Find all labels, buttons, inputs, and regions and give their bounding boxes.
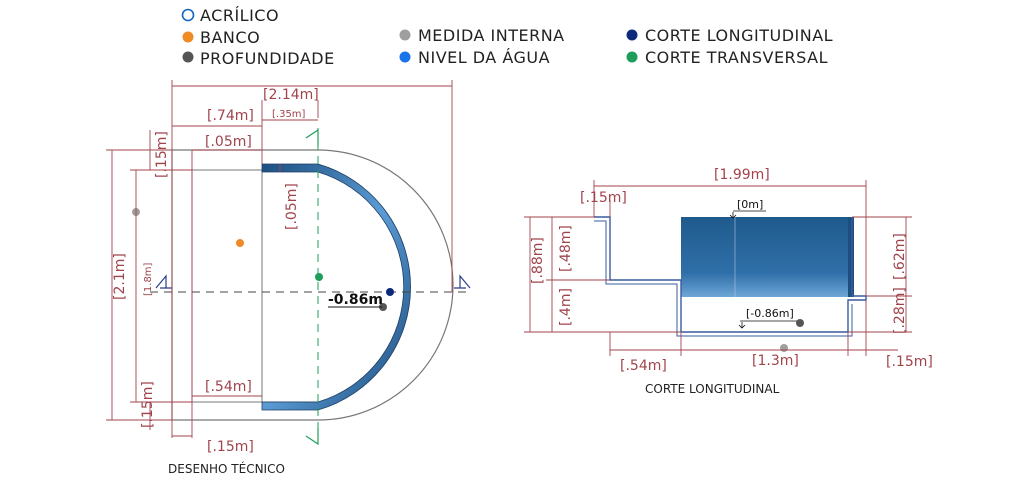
dim-upper-depth: [.48m] [558,225,574,272]
depth-marker [796,319,804,327]
legend-item-banco: BANCO [182,28,260,47]
dim-inner-height: [1.8m] [143,262,154,296]
level-top-label: [0m] [737,198,763,211]
orange-dot-icon [182,31,194,43]
dim-total-depth: [.88m] [530,237,546,284]
dim-right-upper: [.62m] [892,233,908,280]
section-view: [0m] [-0.86m] [524,167,933,396]
long-cut-marker [386,288,394,296]
blue-dot-icon [399,51,411,63]
plan-caption: DESENHO TÉCNICO [168,461,285,476]
dim-top-wall: [.15m] [580,190,627,206]
legend-item-profundidade: PROFUNDIDADE [182,49,335,68]
legend-item-acrilico: ACRÍLICO [181,6,279,25]
internal-measure-marker [780,344,788,352]
dark-dot-icon [182,51,194,63]
section-arrow-bottom-icon [305,428,319,446]
legend-label: ACRÍLICO [200,6,279,25]
dim-wall-left-bottom: [.15m] [140,381,156,428]
section-caption: CORTE LONGITUDINAL [645,382,780,396]
plan-dimension-lines [106,80,453,438]
section-arrow-left-icon [155,274,172,289]
legend-label: NIVEL DA ÁGUA [418,48,550,67]
grey-dot-icon [399,29,411,41]
dim-right-lower: [.28m] [892,287,908,334]
legend-item-corte-longitudinal: CORTE LONGITUDINAL [626,26,833,45]
bench-marker [236,239,244,247]
legend-item-nivel-da-agua: NIVEL DA ÁGUA [399,48,550,67]
trans-cut-marker [315,273,323,281]
section-arrow-top-icon [305,128,319,146]
legend-label: CORTE LONGITUDINAL [645,26,833,45]
plan-depth-label: -0.86m [328,292,383,308]
section-arrow-right-icon [454,274,471,289]
section-dimension-lines [524,180,912,356]
dim-total-width: [2.14m] [263,87,319,103]
dim-right-wall: [.15m] [886,354,933,370]
dim-wall-top: [.05m] [205,134,252,150]
legend: ACRÍLICO BANCO PROFUNDIDADE MEDIDA INTER… [181,6,833,68]
dim-step-gap: [.35m] [272,109,306,120]
green-dot-icon [626,51,638,63]
plan-view: -0.86m [2.14m] [. [106,80,471,476]
acrylic-wall [261,163,411,411]
level-bottom-label: [-0.86m] [746,307,794,320]
acrylic-panel [848,217,854,297]
ring-icon [181,8,195,22]
dim-total-height: [2.1m] [112,253,128,300]
pool-outer-outline [171,149,454,421]
legend-label: PROFUNDIDADE [200,49,335,68]
level-top-marker: [0m] [729,198,766,219]
depth-marker [379,303,387,311]
dim-lower-depth: [.4m] [558,288,574,326]
dim-total-width: [1.99m] [714,167,770,183]
water-body [681,217,848,297]
dim-wall-left-top: [.15m] [154,131,170,178]
legend-label: BANCO [200,28,260,47]
legend-item-corte-transversal: CORTE TRANSVERSAL [626,48,828,67]
dim-bench-width: [.54m] [620,358,667,374]
bench-area [191,169,263,403]
dim-wall-bottom: [.15m] [207,439,254,455]
navy-dot-icon [626,29,638,41]
legend-label: CORTE TRANSVERSAL [645,48,828,67]
dim-bench-bottom: [.54m] [205,379,252,395]
dim-pool-width: [1.3m] [752,353,799,369]
dim-acrylic-thickness: [.05m] [284,183,300,230]
dim-bench-width: [.74m] [207,108,254,124]
level-bottom-marker: [-0.86m] [738,307,804,329]
legend-label: MEDIDA INTERNA [418,26,565,45]
legend-item-medida-interna: MEDIDA INTERNA [399,26,565,45]
